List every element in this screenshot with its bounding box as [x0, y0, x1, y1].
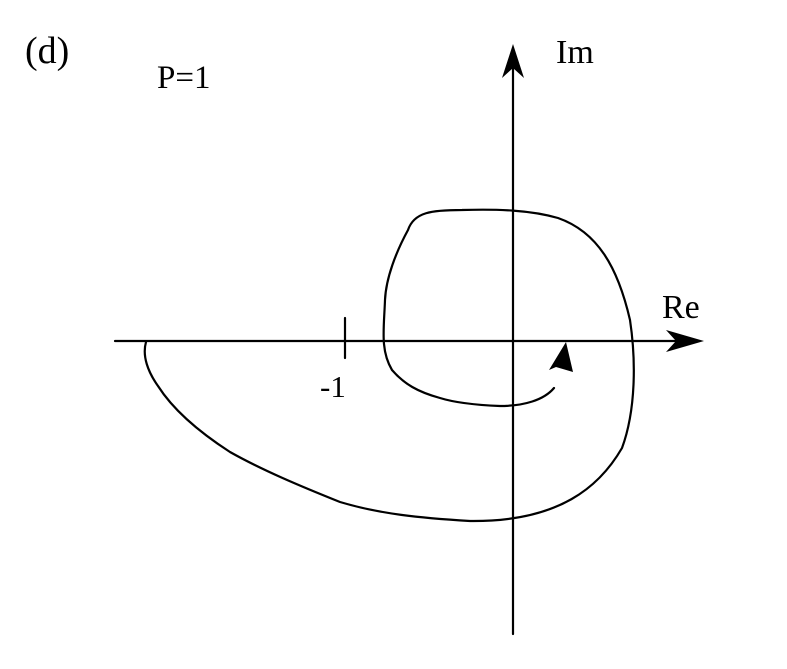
- imag-axis-arrowhead: [502, 44, 524, 78]
- nyquist-curve: [143, 208, 635, 523]
- curve-arrowhead: [549, 342, 573, 372]
- tick-label-minus-one: -1: [320, 369, 346, 404]
- parameter-label: P=1: [157, 60, 210, 96]
- real-axis-label: Re: [662, 289, 700, 326]
- panel-label: (d): [25, 30, 69, 72]
- imag-axis-label: Im: [556, 34, 594, 71]
- real-axis-arrowhead: [666, 330, 704, 352]
